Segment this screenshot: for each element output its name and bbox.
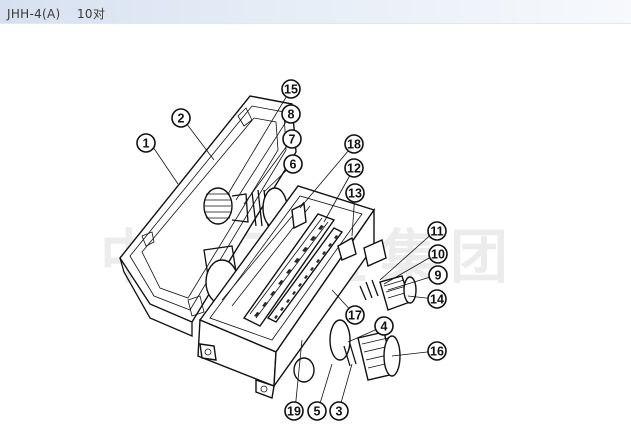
callout-label: 6: [290, 158, 297, 172]
callout-label: 18: [347, 138, 361, 152]
product-title: JHH-4(A) 10对: [7, 7, 106, 21]
callout-9: 9: [428, 265, 448, 285]
callout-label: 19: [287, 405, 301, 419]
callout-5: 5: [307, 401, 327, 421]
callout-2: 2: [171, 108, 191, 128]
callout-label: 7: [289, 133, 296, 147]
callout-label: 15: [284, 83, 298, 97]
callout-6: 6: [283, 154, 303, 174]
inner-bracket: [291, 202, 357, 261]
callout-label: 3: [336, 405, 343, 419]
callout-1: 1: [136, 133, 156, 153]
callout-label: 5: [314, 405, 321, 419]
callout-label: 14: [430, 293, 444, 307]
callout-16: 16: [427, 341, 447, 361]
callout-14: 14: [427, 289, 447, 309]
callout-15: 15: [281, 79, 301, 99]
callout-label: 4: [381, 320, 388, 334]
callout-18: 18: [344, 134, 364, 154]
title-bar: JHH-4(A) 10对: [0, 0, 631, 24]
callout-12: 12: [344, 158, 364, 178]
callout-7: 7: [282, 129, 302, 149]
callout-label: 8: [288, 108, 295, 122]
callout-13: 13: [345, 183, 365, 203]
callout-10: 10: [428, 244, 448, 264]
callout-label: 9: [435, 269, 442, 283]
callout-label: 2: [178, 112, 185, 126]
callout-label: 12: [347, 162, 361, 176]
callout-11: 11: [427, 221, 447, 241]
callout-label: 13: [348, 187, 362, 201]
callout-label: 10: [431, 248, 445, 262]
callout-17: 17: [345, 305, 365, 325]
callout-label: 11: [430, 225, 443, 239]
leader-lines: [150, 88, 438, 411]
callout-4: 4: [374, 316, 394, 336]
right-cable-gland-upper: [359, 239, 417, 311]
callout-label: 16: [430, 345, 444, 359]
callout-3: 3: [329, 401, 349, 421]
callout-label: 17: [348, 309, 362, 323]
terminal-block: [242, 213, 344, 327]
callout-label: 1: [143, 137, 150, 151]
callout-8: 8: [281, 104, 301, 124]
callout-19: 19: [284, 401, 304, 421]
lid-gland-assembly: [203, 187, 288, 305]
